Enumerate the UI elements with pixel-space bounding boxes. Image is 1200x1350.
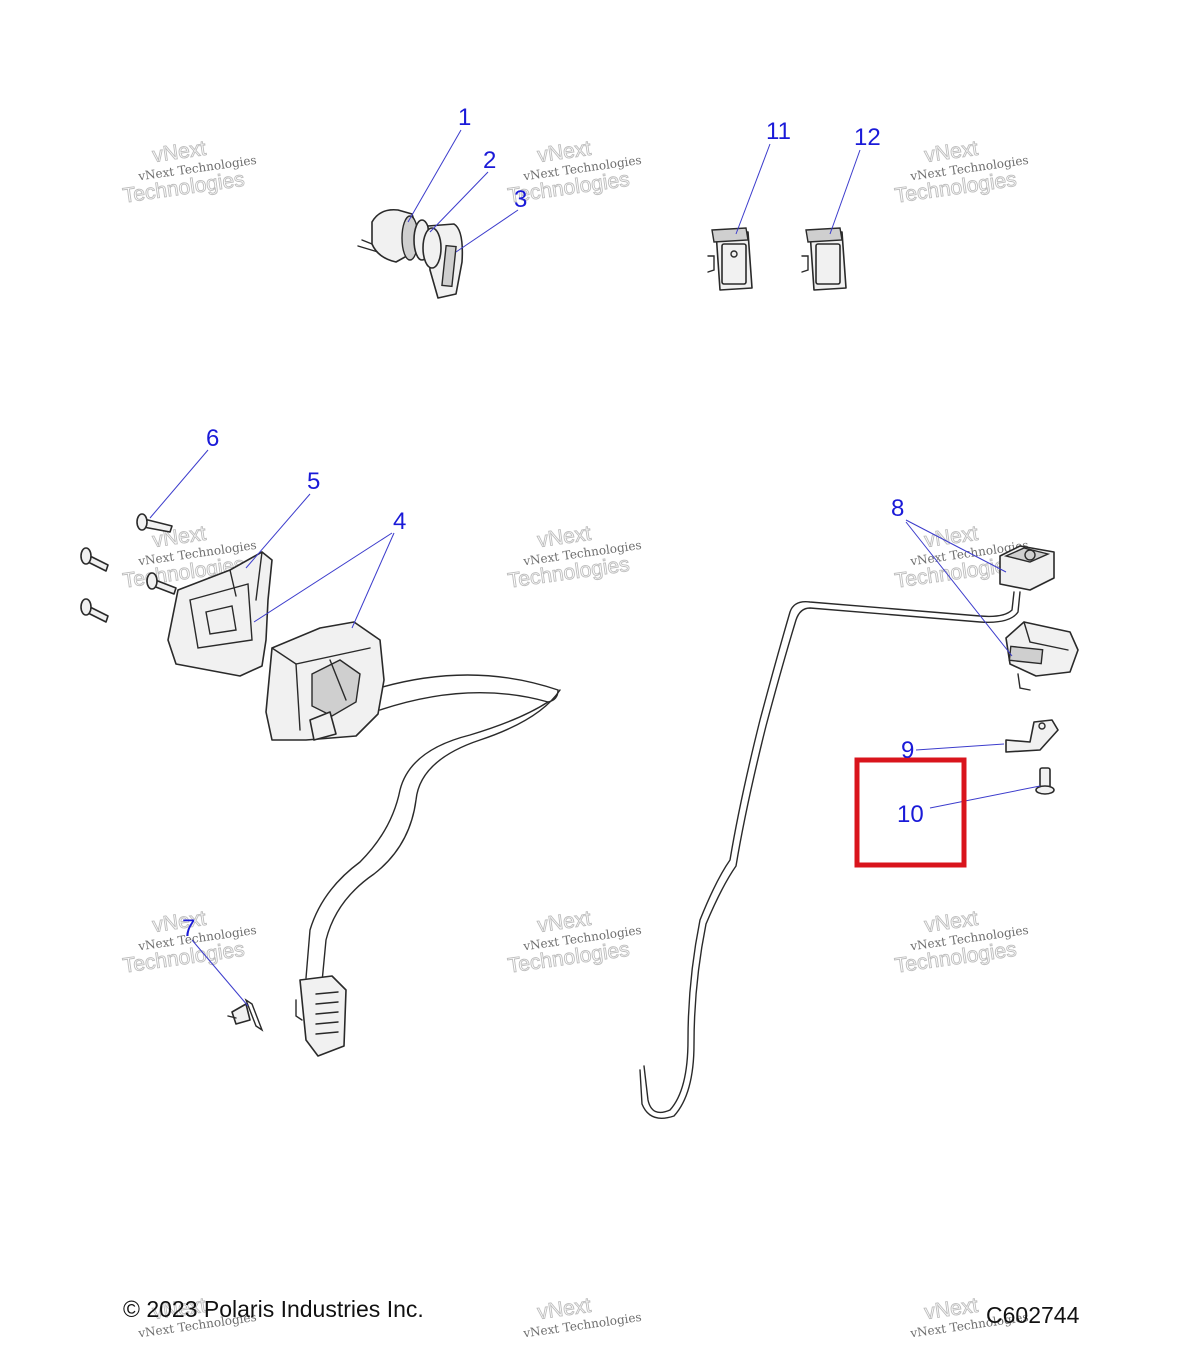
copyright-text: © 2023 Polaris Industries Inc. — [123, 1296, 424, 1322]
callout-10: 10 — [897, 801, 924, 828]
sensor-icon — [999, 545, 1055, 591]
watermark: vNext vNext Technologies — [521, 1293, 642, 1340]
figure-code: C602744 — [986, 1302, 1080, 1328]
highlight-box — [854, 757, 967, 868]
callout-11: 11 — [766, 118, 791, 145]
handlebar-control-icon — [265, 621, 561, 983]
handlebar-housing-cover-icon — [167, 551, 273, 677]
watermark: vNext vNext Technologies Technologies — [121, 136, 257, 208]
callout-12: 12 — [854, 124, 881, 151]
callout-labels: 1 2 3 4 5 6 7 8 9 10 11 12 — [182, 104, 924, 942]
screw-icon — [136, 513, 173, 533]
watermark-layer: vNext vNext Technologies Technologies vN… — [121, 136, 1029, 1340]
watermark: vNext vNext Technologies Technologies — [506, 906, 642, 978]
watermark: vNext vNext Technologies Technologies — [506, 136, 642, 208]
callout-4: 4 — [393, 508, 406, 535]
leader-line — [905, 521, 1013, 657]
screw-icon — [146, 572, 177, 595]
leader-line — [191, 939, 249, 1007]
ignition-switch-icon — [357, 208, 431, 263]
leader-line — [407, 129, 462, 223]
callout-8: 8 — [891, 495, 904, 522]
rocker-switch-icon — [707, 227, 753, 291]
screw-icon — [1035, 767, 1055, 795]
callout-3: 3 — [514, 186, 527, 213]
leader-line — [351, 532, 395, 629]
harness-icon — [639, 591, 1021, 1119]
watermark: vNext vNext Technologies Technologies — [506, 521, 642, 593]
leader-line — [455, 209, 519, 253]
clamp-icon — [1005, 719, 1059, 753]
screw-icon — [80, 547, 109, 572]
leader-lines — [149, 129, 1041, 1007]
rocker-switch-icon — [801, 227, 847, 291]
callout-6: 6 — [206, 425, 219, 452]
callout-9: 9 — [901, 737, 914, 764]
leader-line — [735, 143, 771, 235]
leader-line — [905, 519, 1007, 573]
leader-line — [915, 743, 1005, 751]
leader-line — [829, 149, 861, 235]
leader-line — [149, 449, 209, 519]
leader-line — [253, 532, 393, 623]
watermark: vNext vNext Technologies Technologies — [893, 906, 1029, 978]
bracket-icon — [1005, 621, 1079, 691]
leader-line — [429, 171, 489, 233]
leader-line — [929, 785, 1041, 809]
key-icon — [422, 223, 464, 299]
watermark: vNext vNext Technologies Technologies — [893, 136, 1029, 208]
callout-1: 1 — [458, 104, 471, 131]
callout-5: 5 — [307, 468, 320, 495]
connector-icon — [295, 975, 347, 1057]
screw-icon — [80, 598, 109, 623]
callout-2: 2 — [483, 147, 496, 174]
callout-7: 7 — [182, 915, 195, 942]
leader-line — [245, 493, 311, 569]
clip-icon — [227, 998, 264, 1032]
